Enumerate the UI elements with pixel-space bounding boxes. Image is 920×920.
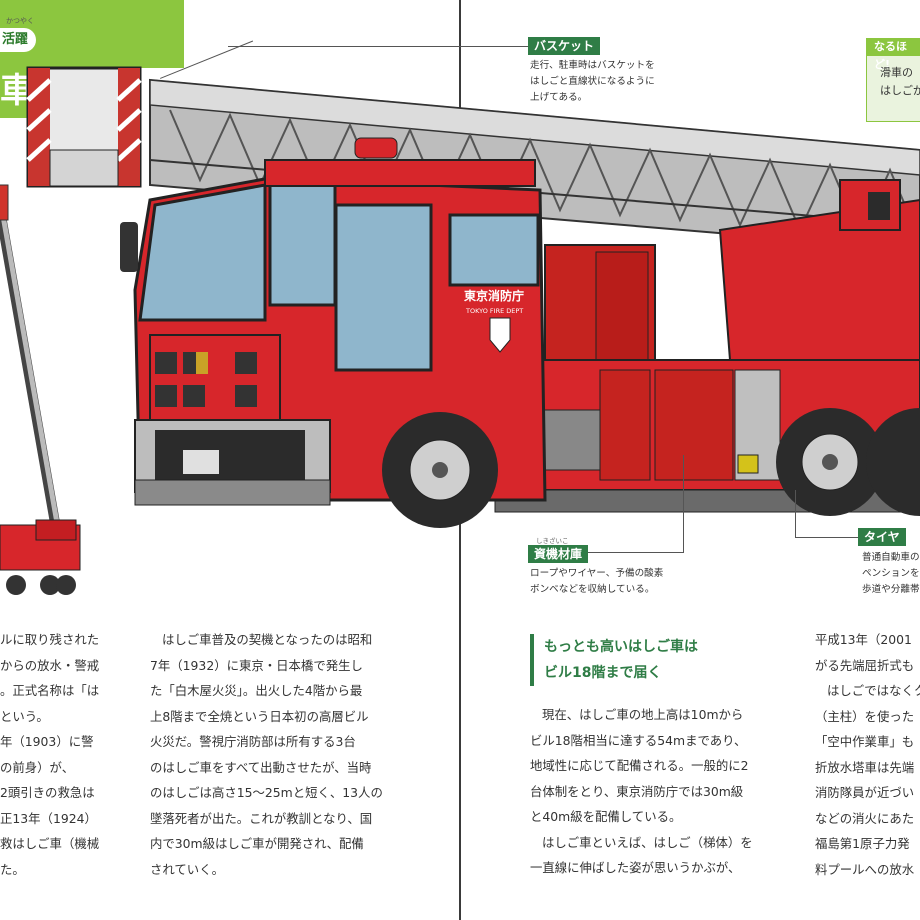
article-column-1: ルに取り残されたからの放水・警戒。正式名称は「はという。年（1903）に警の前身… <box>0 632 100 877</box>
basket-label: バスケット <box>528 37 601 55</box>
tire-label: タイヤ <box>858 528 906 546</box>
storage-ruby: しきざいこ <box>536 537 569 545</box>
basket <box>26 66 142 188</box>
basket-leader-h <box>228 46 528 47</box>
storage-label: 資機材庫 <box>528 545 589 563</box>
storage-leader-v <box>683 455 684 553</box>
tab-ruby: かつやく <box>6 17 34 25</box>
rear-wheel <box>776 408 920 516</box>
truck-cab <box>120 137 547 506</box>
section-title-char: 車 <box>0 68 30 118</box>
tire-note: 普通自動車の ペンションを 歩道や分離帯 <box>862 552 920 595</box>
article-heading: もっとも高いはしご車は ビル18階まで届く <box>530 634 724 686</box>
storage-leader-h <box>588 552 684 553</box>
section-label: 活躍 <box>0 28 37 52</box>
door-text-en: TOKYO FIRE DEPT <box>465 307 523 315</box>
basket-note: 走行、駐車時はバスケットを はしごと直線状になるように 上げてある。 <box>530 60 655 103</box>
tip-line-1: 滑車の <box>880 66 913 79</box>
storage-note: ロープやワイヤー、予備の酸素 ボンベなどを収納している。 <box>530 568 664 595</box>
door-text-jp: 東京消防庁 <box>464 288 524 303</box>
front-wheel <box>382 412 498 528</box>
turntable <box>718 179 920 361</box>
tire-leader-v <box>795 490 796 538</box>
tip-line-2: はしごが <box>880 84 920 97</box>
article-column-3: 現在、はしご車の地上高は10mからビル18階相当に達する54mまであり、地域性に… <box>530 707 753 875</box>
ladder-truck-illustration: 東京消防庁 TOKYO FIRE DEPT <box>0 66 920 595</box>
small-truck-illustration <box>0 184 81 595</box>
tip-label: なるほど! <box>866 38 920 71</box>
tire-leader-h <box>795 537 859 538</box>
